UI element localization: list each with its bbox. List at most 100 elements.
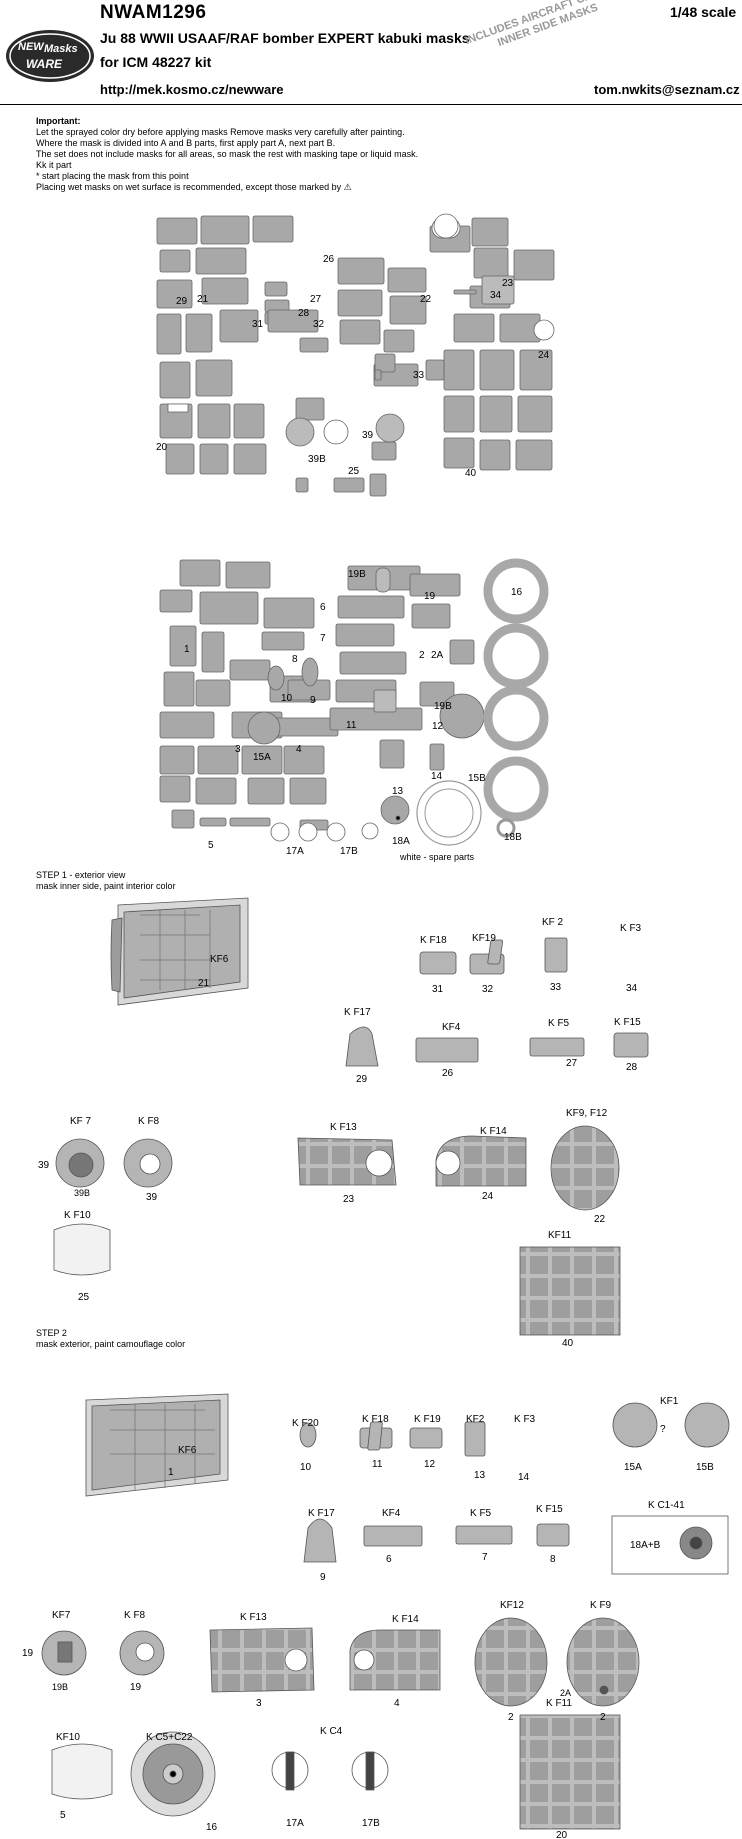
- note-line: Placing wet masks on wet surface is reco…: [36, 182, 352, 192]
- step1-title: STEP 1 - exterior view: [36, 870, 126, 880]
- part-number: 10: [300, 1462, 312, 1473]
- step1-caption: STEP 1 - exterior view mask inner side, …: [36, 870, 176, 892]
- kf-code: K F15: [536, 1504, 563, 1515]
- part-label: 21: [197, 294, 209, 305]
- kf-code: K F18: [420, 935, 447, 946]
- part-label: 1: [184, 644, 190, 655]
- header: NEW Masks WARE NWAM1296 Ju 88 WWII USAAF…: [0, 0, 742, 100]
- part-number: 3: [256, 1698, 262, 1709]
- part-number: 15B: [696, 1462, 714, 1473]
- kf-code: K F17: [308, 1508, 335, 1519]
- kf-code: KF12: [500, 1600, 524, 1611]
- kf-code: KF10: [56, 1732, 80, 1743]
- part-label: 2A: [431, 650, 444, 661]
- part-label: 17B: [340, 846, 358, 857]
- kf-code: K F18: [362, 1414, 389, 1425]
- mask-sheet-2: [159, 559, 485, 842]
- part-number: 2: [508, 1712, 514, 1723]
- note-line: * start placing the mask from this point: [36, 171, 189, 181]
- part-label: 29: [176, 296, 188, 307]
- part-number: 16: [206, 1822, 218, 1833]
- part-number: 12: [424, 1459, 436, 1470]
- kf-code: K F3: [514, 1414, 536, 1425]
- part-number: 17B: [362, 1818, 380, 1829]
- note-line: The set does not include masks for all a…: [36, 149, 419, 159]
- part-label: 10: [281, 693, 293, 704]
- kf-code: K F20: [292, 1418, 319, 1429]
- part-label: 14: [431, 771, 443, 782]
- step2-drawings: [41, 1393, 730, 1830]
- website-link[interactable]: http://mek.kosmo.cz/newware: [100, 82, 284, 97]
- kf-code: K F15: [614, 1017, 641, 1028]
- part-number: 39: [38, 1160, 50, 1171]
- part-number: 25: [78, 1292, 90, 1303]
- kf-code: K C1-41: [648, 1500, 685, 1511]
- logo-text-new: NEW: [18, 41, 45, 53]
- header-divider: [0, 104, 742, 105]
- part-label: 20: [156, 442, 168, 453]
- part-label: 34: [490, 290, 502, 301]
- kf-code: KF9, F12: [566, 1108, 608, 1119]
- kf-code: K F8: [124, 1610, 146, 1621]
- part-number: 28: [626, 1062, 638, 1073]
- part-label: 39B: [308, 454, 326, 465]
- part-number: 34: [626, 983, 638, 994]
- part-label: 8: [292, 654, 298, 665]
- kf-code: K F8: [138, 1116, 160, 1127]
- kf-code: KF11: [548, 1230, 572, 1241]
- part-number: 13: [474, 1470, 486, 1481]
- newware-logo: NEW Masks WARE: [6, 30, 94, 82]
- part-label: 11: [346, 720, 357, 731]
- part-number: 2: [600, 1712, 606, 1723]
- kf-code: K F19: [414, 1414, 441, 1425]
- sheet2-rings: [416, 558, 549, 846]
- kf-code: K F14: [392, 1614, 419, 1625]
- kf-code: K F9: [590, 1600, 612, 1611]
- part-number: 17A: [286, 1818, 304, 1829]
- email-link[interactable]: tom.nwkits@seznam.cz: [594, 82, 740, 97]
- part-label: 9: [310, 695, 316, 706]
- part-label: 3: [235, 744, 241, 755]
- part-number: 8: [550, 1554, 556, 1565]
- part-label: 18A: [392, 836, 410, 847]
- part-label: 27: [310, 294, 322, 305]
- kf-code: K C4: [320, 1726, 343, 1737]
- question-mark: ?: [660, 1424, 666, 1435]
- part-number: 11: [372, 1459, 383, 1470]
- part-label: 15B: [468, 773, 486, 784]
- kf-code: K F17: [344, 1007, 371, 1018]
- part-number: 19: [22, 1648, 34, 1659]
- kf-code: K F3: [620, 923, 642, 934]
- part-label: 13: [392, 786, 404, 797]
- part-number: 1: [168, 1467, 174, 1478]
- part-number: 39: [146, 1192, 158, 1203]
- step2-desc: mask exterior, paint camouflage color: [36, 1339, 186, 1349]
- kf-code: K F5: [548, 1018, 570, 1029]
- part-number: 22: [594, 1214, 606, 1225]
- part-label: 16: [511, 587, 523, 598]
- part-label: 2: [419, 650, 425, 661]
- kf-code: KF19: [472, 933, 496, 944]
- part-label: 4: [296, 744, 302, 755]
- product-code: NWAM1296: [100, 2, 207, 23]
- part-label: 17A: [286, 846, 304, 857]
- step2-labels: KF6 1 K F20 10 K F18 11 K F19 12 KF2 13 …: [22, 1396, 714, 1839]
- step1-desc: mask inner side, paint interior color: [36, 881, 176, 891]
- kf-code: KF6: [210, 954, 229, 965]
- part-number: 18A+B: [630, 1540, 661, 1551]
- wet-icon: ⚠: [343, 182, 352, 192]
- part-number: 4: [394, 1698, 400, 1709]
- product-subtitle: Ju 88 WWII USAAF/RAF bomber EXPERT kabuk…: [100, 30, 470, 46]
- part-number: 5: [60, 1810, 66, 1821]
- part-number: 32: [482, 984, 494, 995]
- scale-label: 1/48 scale: [670, 4, 737, 20]
- part-label: 5: [208, 840, 214, 851]
- kf-code: K C5+C22: [146, 1732, 193, 1743]
- part-number: 33: [550, 982, 562, 993]
- kf-code: KF2: [466, 1414, 485, 1425]
- sheet2-labels: 19B 6 19 16 7 2 2A 8 1 9 10 11 19B 12 15…: [184, 569, 523, 862]
- part-label: 40: [465, 468, 477, 479]
- part-label: 12: [432, 721, 444, 732]
- part-number: 19: [130, 1682, 142, 1693]
- part-label: 19B: [434, 701, 452, 712]
